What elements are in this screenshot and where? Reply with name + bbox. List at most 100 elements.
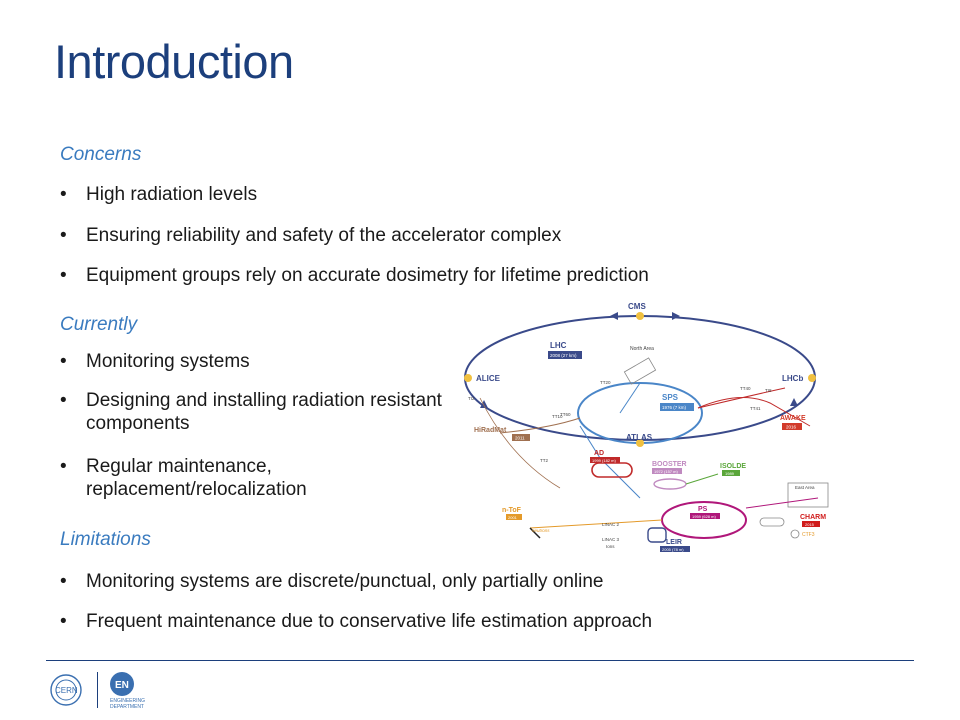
bullet-text: Frequent maintenance due to conservative… [86, 611, 653, 632]
department-line-2: DEPARTMENT [110, 704, 144, 710]
footer-logo-separator [97, 672, 98, 708]
label-leir: LEIR [666, 539, 682, 546]
tag-ad-year: 1999 (182 m) [592, 458, 616, 463]
department-line-1: ENGINEERING [110, 698, 146, 704]
label-neutrons: neutrons [532, 528, 550, 533]
beamline-tt60 [499, 417, 581, 434]
cern-logo-icon: CERN [50, 674, 82, 706]
footer-divider [46, 660, 914, 661]
beamline-isolde [685, 473, 719, 485]
beamline-ntof-end [529, 527, 541, 539]
bullet-dot: • [60, 571, 67, 592]
tag-leir-year: 2005 (78 m) [662, 547, 684, 552]
tag-lhc-year: 2008 (27 km) [550, 353, 577, 358]
bullet-dot: • [60, 225, 67, 246]
tag-awake [782, 423, 802, 430]
bullet-text: High radiation levels [86, 184, 258, 205]
tag-ntof [506, 514, 522, 520]
lhc-ring [464, 315, 816, 441]
bullet-text: Ensuring reliability and safety of the a… [86, 225, 562, 246]
label-awake: AWAKE [780, 415, 806, 422]
tag-lhc [548, 351, 582, 359]
beam-arrow-icon [672, 312, 680, 320]
experiment-point-cms [636, 312, 644, 320]
booster-ring [653, 478, 687, 490]
tag-ps [690, 513, 720, 519]
experiment-point-atlas [636, 439, 644, 447]
beamline-ntof [529, 519, 663, 529]
beamline-east [745, 497, 819, 509]
east-area-box [787, 482, 829, 508]
label-hiradmat: HiRadMat [474, 427, 507, 434]
label-sps: SPS [662, 393, 679, 402]
label-booster: BOOSTER [652, 461, 687, 468]
bullet-item: • Regular maintenance, replacement/reloc… [60, 455, 446, 501]
cern-logo-text: CERN [55, 686, 78, 695]
experiment-point-lhcb [808, 374, 816, 382]
tag-ntof-year: 2001 [508, 515, 518, 520]
section-heading-limitations: Limitations [60, 529, 151, 550]
label-isolde: ISOLDE [720, 463, 746, 470]
beam-arrow-icon [480, 400, 488, 408]
tag-booster-year: 1972 (157 m) [654, 469, 678, 474]
label-tt60: TT60 [560, 412, 571, 417]
bullet-text: Equipment groups rely on accurate dosime… [86, 265, 649, 286]
label-tt20: TT20 [600, 380, 611, 385]
label-tt10: TT10 [552, 414, 563, 419]
beamline-ti2 [479, 397, 561, 489]
beam-arrow-icon [790, 398, 798, 406]
bullet-text: Monitoring systems are discrete/punctual… [86, 571, 604, 592]
bullet-text: Regular maintenance, replacement/relocal… [86, 456, 307, 500]
label-north-area: North Area [630, 346, 654, 352]
tag-hiradmat [512, 434, 530, 441]
beamline-ti8 [697, 387, 786, 409]
label-cms: CMS [628, 302, 646, 311]
en-logo-icon: EN [110, 672, 134, 696]
bullet-text: Designing and installing radiation resis… [86, 390, 442, 434]
section-heading-concerns: Concerns [60, 144, 142, 165]
en-logo-text: EN [115, 680, 129, 691]
bullet-item: • Designing and installing radiation res… [60, 389, 446, 435]
north-area-box [623, 357, 657, 385]
department-name: ENGINEERING DEPARTMENT [110, 698, 145, 710]
label-linac2: LINAC 2 [602, 522, 620, 527]
label-east-area: East Area [795, 485, 815, 490]
label-alice: ALICE [476, 374, 501, 383]
experiment-point-alice [464, 374, 472, 382]
label-lhc: LHC [550, 341, 567, 350]
bullet-dot: • [60, 184, 67, 205]
tag-awake-year: 2016 [786, 425, 797, 430]
label-lhcb: LHCb [782, 374, 803, 383]
label-ps: PS [698, 506, 708, 513]
ctf3-box [759, 517, 785, 527]
bullet-item: • High radiation levels [60, 183, 257, 206]
label-charm: CHARM [800, 514, 826, 521]
ctf3-ring [790, 529, 800, 539]
label-ti2: TI2 [468, 396, 475, 401]
bullet-text: Monitoring systems [86, 351, 250, 372]
tag-isolde-year: 1989 [725, 471, 735, 476]
tag-sps [660, 403, 694, 411]
tag-leir [660, 546, 690, 552]
label-atlas: ATLAS [626, 433, 653, 442]
label-tt2: TT2 [540, 458, 548, 463]
section-heading-currently: Currently [60, 314, 138, 335]
label-ti8: TI8 [765, 388, 772, 393]
tag-booster [652, 468, 682, 474]
bullet-item: • Frequent maintenance due to conservati… [60, 610, 652, 633]
label-ad: AD [594, 450, 604, 457]
label-ctf3: CTF3 [802, 532, 815, 538]
accelerator-complex-diagram: CMS ALICE LHCb ATLAS LHC 2008 (27 km) No… [464, 302, 829, 552]
bullet-dot: • [60, 351, 67, 372]
leir-ring [647, 527, 667, 543]
bullet-dot: • [60, 456, 67, 477]
beam-arrow-icon [610, 312, 618, 320]
label-ions: Ions [606, 544, 615, 549]
tag-charm [802, 521, 820, 527]
tag-ps-year: 1959 (628 m) [692, 514, 716, 519]
label-ntof: n-ToF [502, 507, 522, 514]
tag-isolde [722, 470, 740, 476]
tag-ad [590, 457, 620, 463]
tag-charm-year: 2015 [805, 522, 815, 527]
bullet-dot: • [60, 390, 67, 411]
